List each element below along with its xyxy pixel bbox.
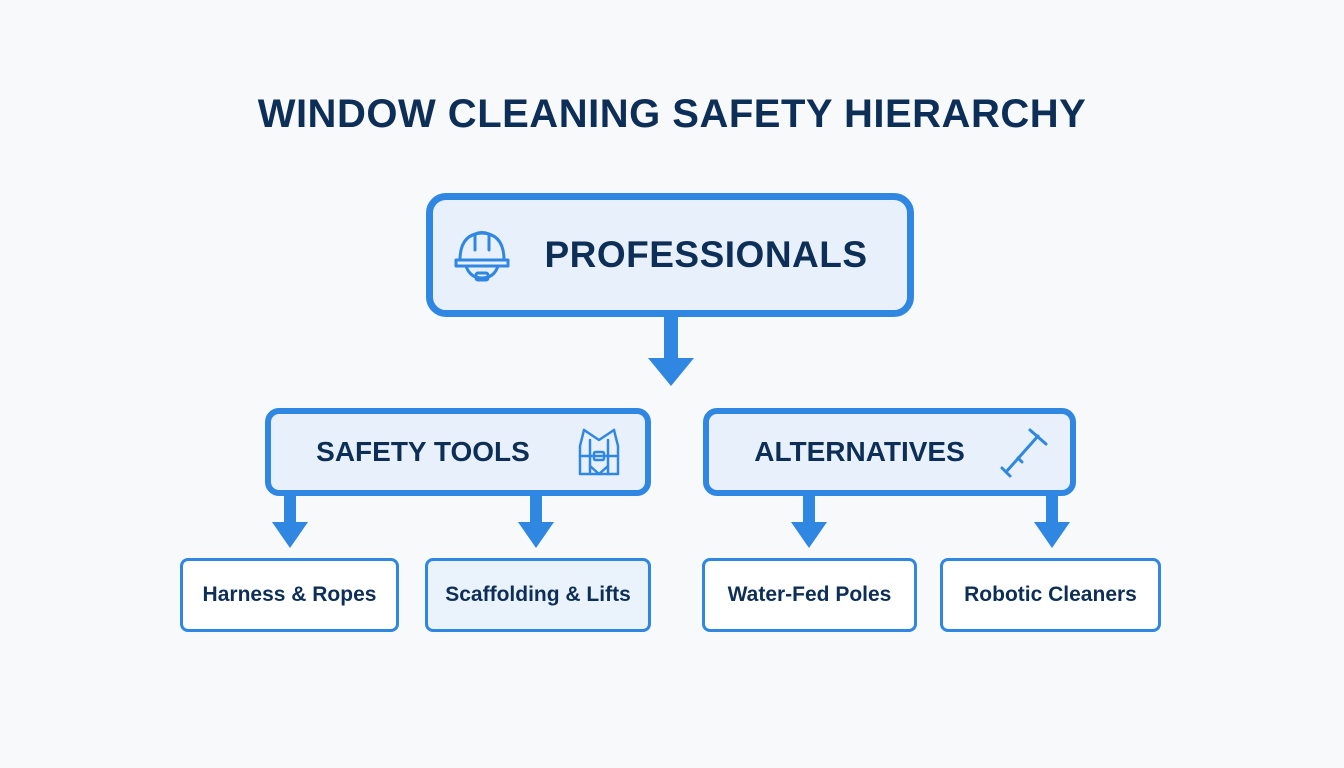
- branch-label-safety-tools: SAFETY TOOLS: [316, 436, 530, 467]
- safety-harness-icon: [578, 428, 620, 476]
- branch-label-alternatives: ALTERNATIVES: [754, 436, 965, 467]
- branch-node-alternatives: ALTERNATIVES: [703, 408, 1076, 496]
- leaf-label: Water-Fed Poles: [727, 583, 892, 606]
- root-node-professionals: PROFESSIONALS: [426, 193, 914, 317]
- leaf-water-fed-poles: Water-Fed Poles: [702, 558, 917, 632]
- water-fed-pole-icon: [1000, 428, 1048, 478]
- diagram-title: WINDOW CLEANING SAFETY HIERARCHY: [257, 92, 1087, 136]
- leaf-label: Robotic Cleaners: [964, 583, 1137, 606]
- hard-hat-icon: [454, 231, 510, 282]
- arrow-root-to-branches: [664, 314, 678, 360]
- arrow-safety-tools-left: [284, 490, 296, 524]
- leaf-scaffolding-lifts: Scaffolding & Lifts: [425, 558, 651, 632]
- leaf-harness-ropes: Harness & Ropes: [180, 558, 399, 632]
- leaf-label: Scaffolding & Lifts: [445, 583, 631, 606]
- root-node-label: PROFESSIONALS: [544, 234, 868, 275]
- arrow-alternatives-right: [1046, 490, 1058, 524]
- arrow-safety-tools-right: [530, 490, 542, 524]
- leaf-label: Harness & Ropes: [202, 583, 377, 606]
- leaf-robotic-cleaners: Robotic Cleaners: [940, 558, 1161, 632]
- arrow-root-head: [648, 358, 694, 386]
- branch-node-safety-tools: SAFETY TOOLS: [265, 408, 651, 496]
- arrow-alternatives-left: [803, 490, 815, 524]
